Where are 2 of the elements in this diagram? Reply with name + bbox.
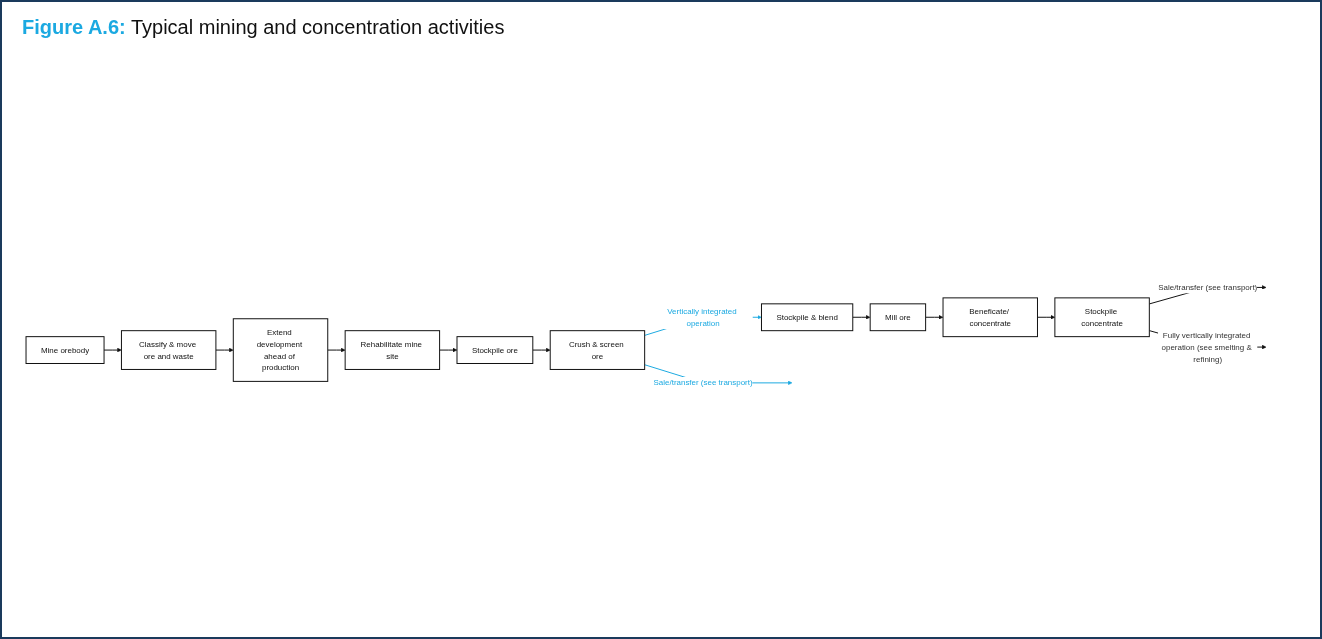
figure-title: Figure A.6: Typical mining and concentration activities — [22, 16, 506, 39]
arrow — [439, 347, 458, 353]
